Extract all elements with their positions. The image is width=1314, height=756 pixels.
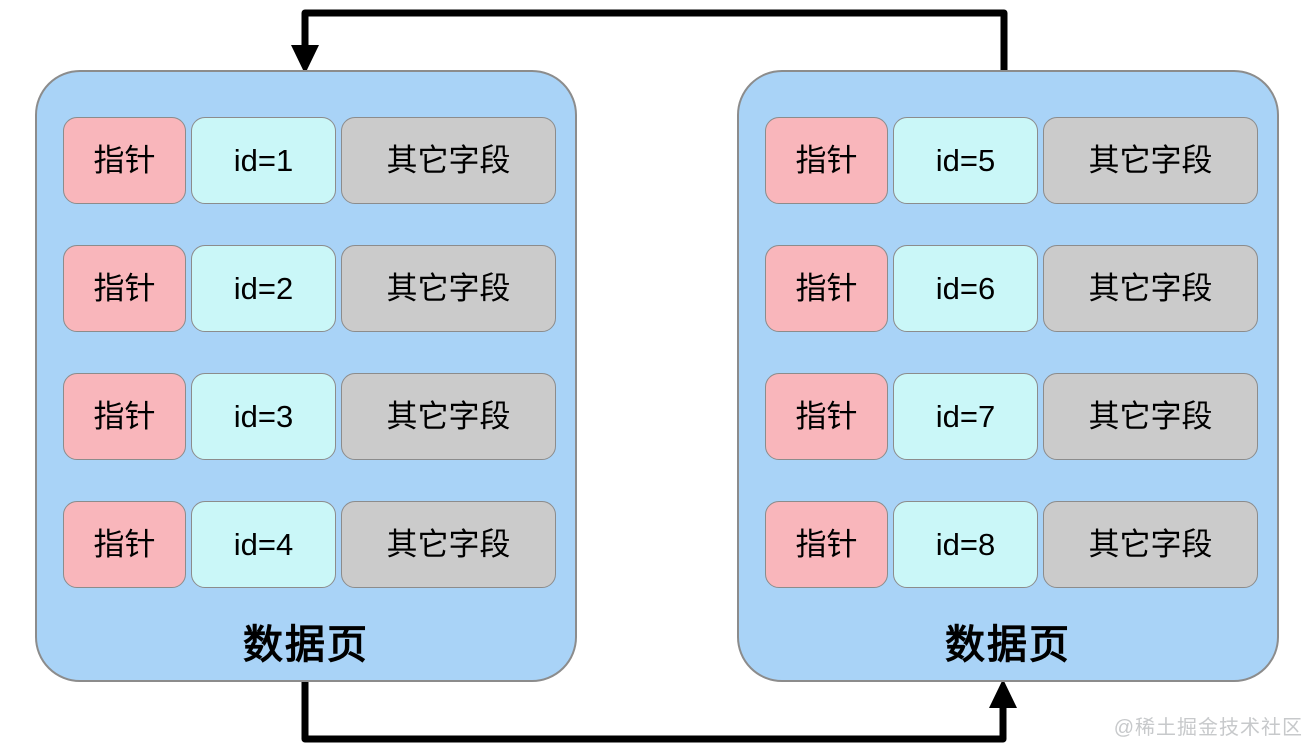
other-fields-cell: 其它字段 (1043, 117, 1258, 204)
pointer-cell: 指针 (63, 117, 186, 204)
table-row: 指针 id=1 其它字段 (63, 117, 556, 204)
table-row: 指针 id=4 其它字段 (63, 501, 556, 588)
id-cell: id=1 (191, 117, 336, 204)
id-cell: id=2 (191, 245, 336, 332)
pointer-cell: 指针 (63, 501, 186, 588)
id-cell: id=5 (893, 117, 1038, 204)
id-cell: id=3 (191, 373, 336, 460)
table-row: 指针 id=5 其它字段 (765, 117, 1258, 204)
record-rows: 指针 id=5 其它字段 指针 id=6 其它字段 指针 id=7 其它字段 指… (739, 72, 1277, 588)
other-fields-cell: 其它字段 (1043, 373, 1258, 460)
other-fields-cell: 其它字段 (341, 245, 556, 332)
other-fields-cell: 其它字段 (341, 501, 556, 588)
pointer-cell: 指针 (765, 245, 888, 332)
data-page-left: 指针 id=1 其它字段 指针 id=2 其它字段 指针 id=3 其它字段 指… (35, 70, 577, 682)
table-row: 指针 id=8 其它字段 (765, 501, 1258, 588)
page-label: 数据页 (243, 623, 369, 667)
table-row: 指针 id=2 其它字段 (63, 245, 556, 332)
pointer-cell: 指针 (765, 501, 888, 588)
record-rows: 指针 id=1 其它字段 指针 id=2 其它字段 指针 id=3 其它字段 指… (37, 72, 575, 588)
arrow-right-page-to-left-page (291, 9, 1008, 74)
other-fields-cell: 其它字段 (341, 117, 556, 204)
table-row: 指针 id=7 其它字段 (765, 373, 1258, 460)
arrow-left-page-to-right-page (301, 679, 1017, 743)
other-fields-cell: 其它字段 (1043, 501, 1258, 588)
page-label: 数据页 (945, 623, 1071, 667)
id-cell: id=8 (893, 501, 1038, 588)
pointer-cell: 指针 (765, 117, 888, 204)
id-cell: id=6 (893, 245, 1038, 332)
data-page-right: 指针 id=5 其它字段 指针 id=6 其它字段 指针 id=7 其它字段 指… (737, 70, 1279, 682)
other-fields-cell: 其它字段 (1043, 245, 1258, 332)
id-cell: id=4 (191, 501, 336, 588)
id-cell: id=7 (893, 373, 1038, 460)
other-fields-cell: 其它字段 (341, 373, 556, 460)
arrowhead-up-icon (989, 679, 1017, 708)
watermark: @稀土掘金技术社区 (1113, 717, 1303, 739)
pointer-cell: 指针 (765, 373, 888, 460)
pointer-cell: 指针 (63, 373, 186, 460)
table-row: 指针 id=6 其它字段 (765, 245, 1258, 332)
pointer-cell: 指针 (63, 245, 186, 332)
table-row: 指针 id=3 其它字段 (63, 373, 556, 460)
